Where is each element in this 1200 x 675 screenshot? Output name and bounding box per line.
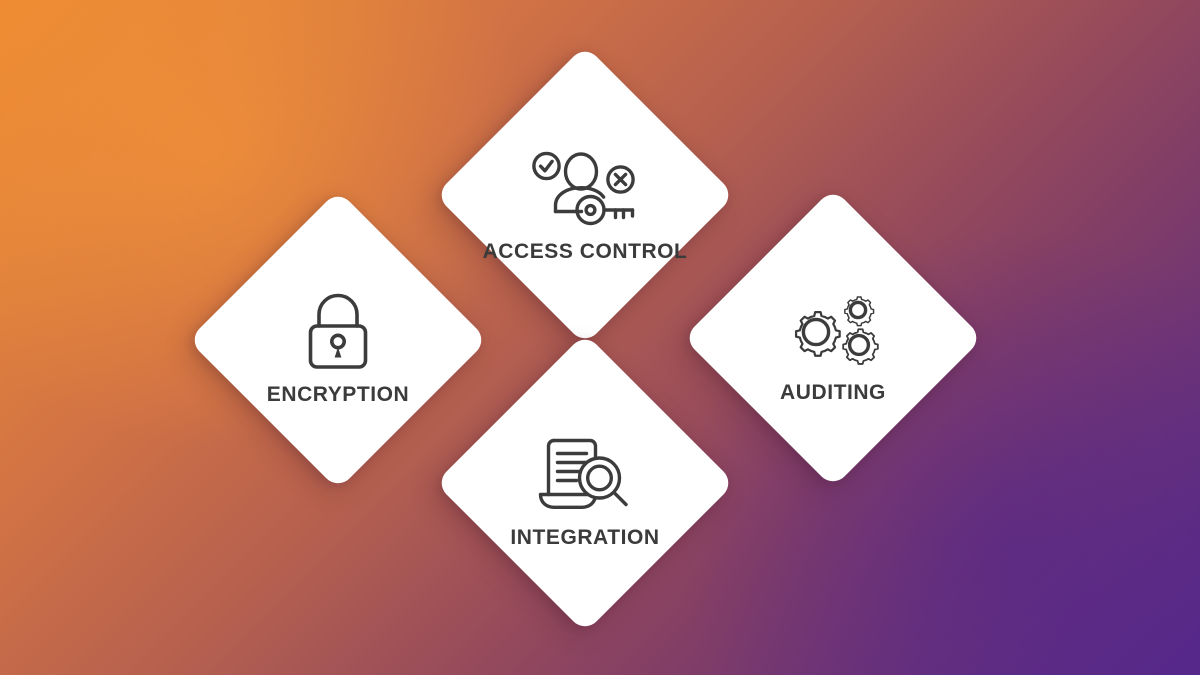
tile-content-auditing: AUDITING [727,238,939,450]
tile-label-access-control: ACCESS CONTROL [482,239,688,263]
padlock-icon [280,288,396,374]
user-access-key-icon [527,145,643,231]
tile-content-integration: INTEGRATION [479,383,691,595]
tile-label-integration: INTEGRATION [510,525,660,549]
diamond-tile-access-control[interactable]: ACCESS CONTROL [435,45,735,345]
tile-content-encryption: ENCRYPTION [232,240,444,452]
diamond-tile-auditing[interactable]: AUDITING [683,188,983,488]
diamond-tile-integration[interactable]: INTEGRATION [435,333,735,633]
document-magnifier-icon [527,431,643,517]
tile-content-access-control: ACCESS CONTROL [479,97,691,309]
tile-label-encryption: ENCRYPTION [266,382,410,406]
gears-icon [775,286,891,372]
tile-label-auditing: AUDITING [780,380,886,404]
diamond-tile-encryption[interactable]: ENCRYPTION [188,190,488,490]
